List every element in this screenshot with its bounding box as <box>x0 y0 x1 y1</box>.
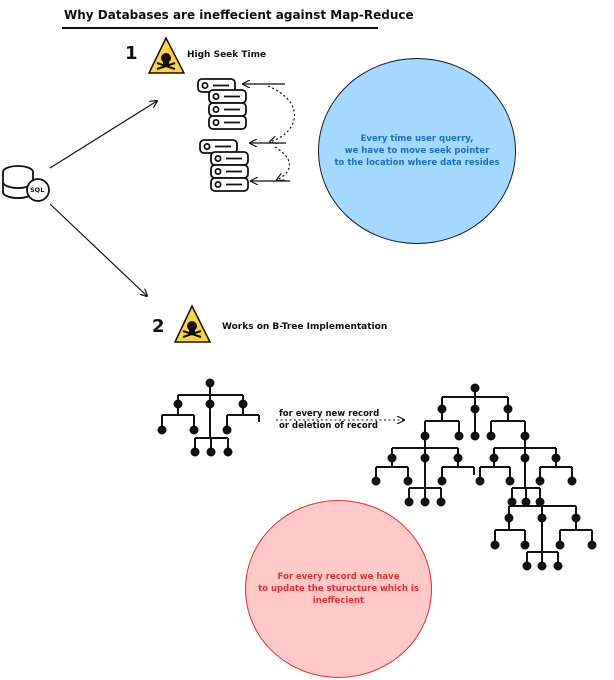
btree-note: for every new record or deletion of reco… <box>279 409 379 433</box>
server-stack-icon <box>197 78 247 130</box>
step-1-label: High Seek Time <box>187 50 267 60</box>
title-underline <box>62 27 378 29</box>
warning-skull-icon <box>173 304 212 343</box>
update-note-bubble: For every record we have to update the s… <box>245 500 432 678</box>
update-note-text: For every record we have to update the s… <box>258 571 419 607</box>
database-icon <box>2 165 50 202</box>
seek-pointer-arrows <box>243 84 296 181</box>
seek-note-text: Every time user querry, we have to move … <box>334 133 500 169</box>
step-2-number: 2 <box>152 316 165 337</box>
server-stack-icon <box>199 139 249 192</box>
btree-note-line-1: for every new record <box>279 409 380 419</box>
step-2-label: Works on B-Tree Implementation <box>222 322 388 332</box>
arrow-to-step-2 <box>49 203 147 296</box>
step-1-number: 1 <box>125 43 138 64</box>
arrow-to-step-1 <box>49 101 157 169</box>
diagram-title: Why Databases are ineffecient against Ma… <box>64 8 414 22</box>
btree-note-line-2: or deletion of record <box>279 420 378 431</box>
b-tree-small <box>157 378 260 457</box>
sql-badge: SQL <box>30 186 45 194</box>
warning-skull-icon <box>147 36 186 74</box>
seek-note-bubble: Every time user querry, we have to move … <box>318 58 516 244</box>
b-tree-large <box>371 383 597 571</box>
